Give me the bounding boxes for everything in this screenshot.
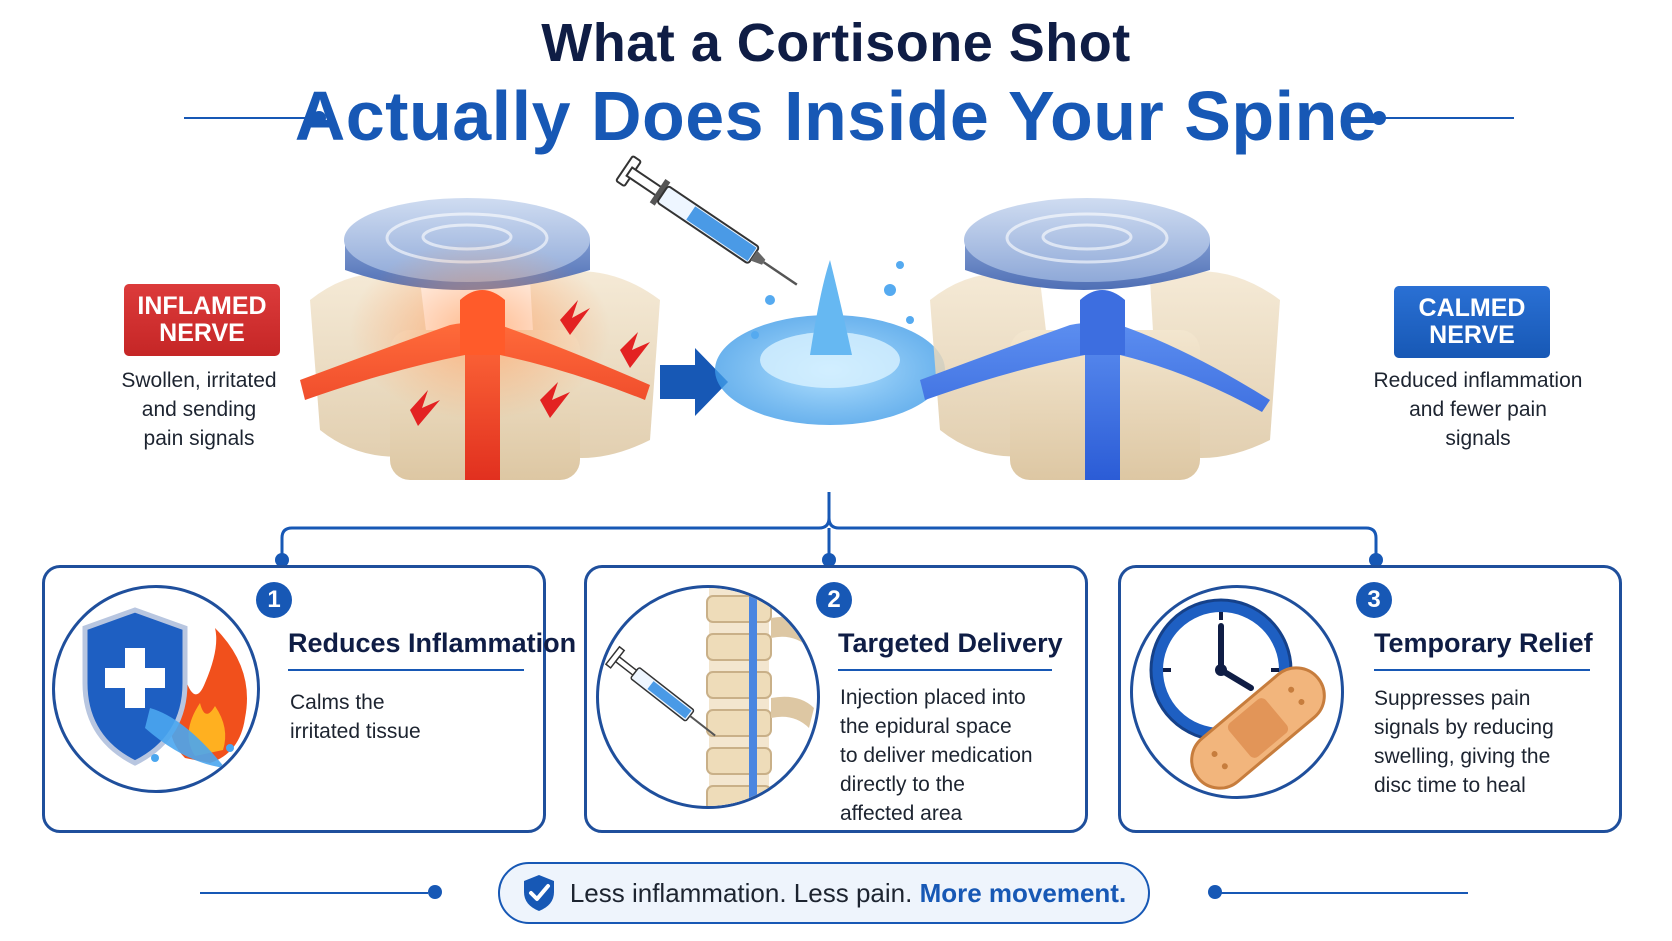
inflamed-tag-line-1: INFLAMED <box>137 292 267 320</box>
card-2-desc-line-3: to deliver medication <box>840 744 1033 767</box>
card-1-desc-line-1: Calms the <box>290 691 385 714</box>
calmed-desc-line-3: signals <box>1445 427 1511 450</box>
inflamed-desc-line-2: and sending <box>141 398 257 421</box>
inflamed-nerve-description: Swollen, irritated and sending pain sign… <box>84 366 314 453</box>
card-3-number-badge: 3 <box>1356 582 1392 618</box>
footer-deco-dot-right <box>1208 885 1222 899</box>
card-2-desc-line-1: Injection placed into <box>840 686 1026 709</box>
spine-illustration <box>300 155 1280 480</box>
calmed-desc-line-2: and fewer pain <box>1409 398 1547 421</box>
spine-icon <box>706 588 814 806</box>
footer-text-part-1: Less inflammation. Less pain. <box>569 877 913 908</box>
card-3-illustration <box>1130 585 1344 799</box>
title-deco-line-left <box>184 117 314 119</box>
card-3-description: Suppresses pain signals by reducing swel… <box>1374 684 1554 800</box>
check-shield-icon <box>523 875 554 911</box>
card-2-desc-line-5: affected area <box>840 802 963 825</box>
card-3-divider <box>1374 669 1590 671</box>
connector-lines <box>275 492 1383 567</box>
card-1-number-badge: 1 <box>256 582 292 618</box>
calmed-nerve-tag: CALMED NERVE <box>1394 286 1550 358</box>
calmed-vertebra <box>920 198 1280 480</box>
card-2-desc-line-4: directly to the <box>840 773 965 796</box>
bandage-icon <box>1190 666 1326 790</box>
syringe-icon <box>615 155 798 286</box>
card-3-title: Temporary Relief <box>1374 628 1593 658</box>
title-deco-dot-left <box>312 111 326 125</box>
medication-splash <box>715 260 945 425</box>
footer-deco-line-left <box>200 892 428 894</box>
calmed-tag-line-2: NERVE <box>1429 321 1515 349</box>
arrow-right-icon <box>660 348 728 416</box>
footer-deco-line-right <box>1220 892 1468 894</box>
syringe-small-icon <box>604 645 716 737</box>
calmed-nerve-description: Reduced inflammation and fewer pain sign… <box>1362 366 1594 453</box>
card-2-desc-line-2: the epidural space <box>840 715 1012 738</box>
inflamed-vertebra <box>300 198 660 480</box>
card-3-desc-line-3: swelling, giving the <box>1374 745 1551 768</box>
card-1-desc-line-2: irritated tissue <box>290 720 421 743</box>
card-2-title: Targeted Delivery <box>838 628 1063 658</box>
inflamed-desc-line-1: Swollen, irritated <box>121 369 277 392</box>
card-1-description: Calms the irritated tissue <box>290 688 421 746</box>
card-2-number-badge: 2 <box>816 582 852 618</box>
card-3-desc-line-4: disc time to heal <box>1374 774 1526 797</box>
card-1-title: Reduces Inflammation <box>288 628 577 658</box>
calmed-desc-line-1: Reduced inflammation <box>1373 369 1583 392</box>
card-3-desc-line-2: signals by reducing <box>1374 716 1554 739</box>
title-line-2: Actually Does Inside Your Spine <box>294 77 1378 155</box>
card-1-illustration <box>52 585 260 793</box>
footer-text-part-2: More movement. <box>919 877 1127 908</box>
footer-deco-dot-left <box>428 885 442 899</box>
card-3-desc-line-1: Suppresses pain <box>1374 687 1531 710</box>
footer-summary: Less inflammation. Less pain. More movem… <box>498 862 1150 924</box>
card-2-illustration <box>596 585 820 809</box>
inflamed-desc-line-3: pain signals <box>143 427 255 450</box>
title-deco-line-right <box>1384 117 1514 119</box>
calmed-tag-line-1: CALMED <box>1418 294 1526 322</box>
card-2-description: Injection placed into the epidural space… <box>840 683 1033 828</box>
card-1-divider <box>288 669 524 671</box>
card-2-divider <box>838 669 1052 671</box>
inflamed-nerve-tag: INFLAMED NERVE <box>124 284 280 356</box>
title-deco-dot-right <box>1372 111 1386 125</box>
title-line-1: What a Cortisone Shot <box>541 13 1131 73</box>
inflamed-tag-line-2: NERVE <box>159 319 245 347</box>
